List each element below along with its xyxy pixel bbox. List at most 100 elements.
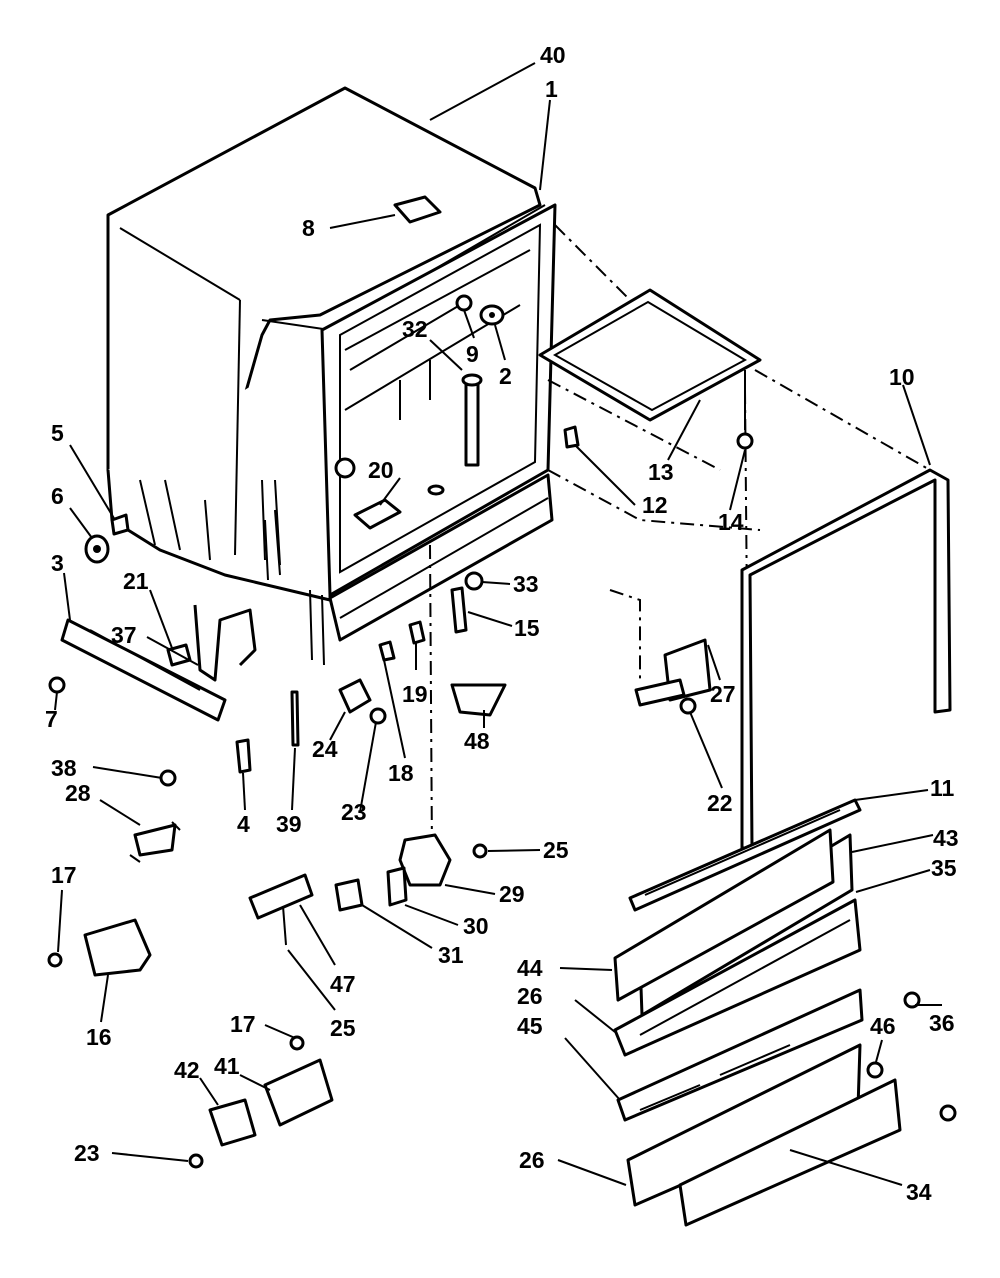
svg-text:38: 38: [51, 755, 77, 781]
callout-32: 32: [402, 316, 463, 371]
callout-41: 41: [214, 1053, 271, 1091]
door-frame: [309, 203, 557, 666]
kick-panel-parts: [613, 798, 957, 1227]
svg-text:16: 16: [86, 1024, 112, 1050]
callout-24: 24: [312, 711, 346, 762]
callout-11: 11: [854, 775, 955, 801]
callout-17-upper: 17: [51, 862, 77, 953]
callout-14: 14: [718, 449, 746, 535]
callout-36: 36: [915, 1004, 955, 1036]
bottom-center-parts: [129, 571, 507, 863]
svg-text:46: 46: [870, 1013, 896, 1039]
callout-18: 18: [383, 659, 414, 786]
reference-lines: [429, 224, 931, 856]
callout-5: 5: [51, 420, 116, 521]
svg-text:6: 6: [51, 483, 64, 509]
svg-text:18: 18: [388, 760, 414, 786]
svg-text:7: 7: [45, 706, 58, 732]
svg-text:17: 17: [51, 862, 77, 888]
left-bracket-parts: [48, 509, 281, 722]
svg-text:32: 32: [402, 316, 428, 342]
svg-text:37: 37: [111, 622, 137, 648]
svg-text:8: 8: [302, 215, 315, 241]
callout-21: 21: [123, 568, 173, 649]
svg-text:23: 23: [74, 1140, 100, 1166]
callout-19: 19: [402, 643, 428, 707]
callout-34: 34: [789, 1149, 932, 1205]
callout-12: 12: [574, 444, 668, 518]
svg-text:41: 41: [214, 1053, 240, 1079]
svg-text:35: 35: [931, 855, 957, 881]
svg-text:14: 14: [718, 509, 744, 535]
svg-text:29: 29: [499, 881, 525, 907]
svg-text:13: 13: [648, 459, 674, 485]
svg-text:26: 26: [519, 1147, 545, 1173]
svg-text:21: 21: [123, 568, 149, 594]
svg-text:22: 22: [707, 790, 733, 816]
svg-text:45: 45: [517, 1013, 543, 1039]
callout-46: 46: [870, 1013, 896, 1063]
callout-2: 2: [494, 324, 512, 389]
svg-text:25: 25: [330, 1015, 356, 1041]
callout-25-lower: 25: [287, 949, 356, 1041]
svg-text:1: 1: [545, 76, 558, 102]
svg-text:31: 31: [438, 942, 464, 968]
callout-20: 20: [368, 457, 401, 506]
callout-6: 6: [51, 483, 93, 539]
callout-16: 16: [86, 974, 112, 1050]
callout-47: 47: [299, 904, 356, 997]
svg-text:19: 19: [402, 681, 428, 707]
svg-text:23: 23: [341, 799, 367, 825]
svg-text:15: 15: [514, 615, 540, 641]
callouts: 40 1 8 9 2 32 10 5 6 3 20 13 12 14 21 33…: [45, 42, 959, 1205]
callout-29: 29: [444, 881, 525, 907]
svg-text:48: 48: [464, 728, 490, 754]
svg-text:47: 47: [330, 971, 356, 997]
callout-23-lower: 23: [74, 1140, 189, 1166]
svg-text:30: 30: [463, 913, 489, 939]
callout-33: 33: [481, 571, 539, 597]
callout-26-upper: 26: [517, 983, 616, 1033]
svg-text:40: 40: [540, 42, 566, 68]
callout-28: 28: [65, 780, 141, 826]
svg-text:43: 43: [933, 825, 959, 851]
callout-10: 10: [889, 364, 931, 466]
svg-text:36: 36: [929, 1010, 955, 1036]
svg-text:10: 10: [889, 364, 915, 390]
callout-45: 45: [517, 1013, 621, 1101]
callout-37: 37: [111, 622, 199, 666]
right-side-parts: [538, 288, 952, 850]
svg-text:17: 17: [230, 1011, 256, 1037]
svg-text:28: 28: [65, 780, 91, 806]
callout-23-upper: 23: [341, 721, 377, 825]
callout-15: 15: [467, 611, 540, 641]
callout-26-lower: 26: [519, 1147, 627, 1186]
svg-text:12: 12: [642, 492, 668, 518]
callout-40: 40: [429, 42, 566, 121]
svg-text:44: 44: [517, 955, 543, 981]
callout-27: 27: [707, 644, 736, 707]
callout-7: 7: [45, 691, 58, 732]
callout-22: 22: [689, 711, 733, 816]
svg-text:33: 33: [513, 571, 539, 597]
callout-44: 44: [517, 955, 613, 981]
latch-and-hinge-parts: [47, 833, 488, 1169]
callout-8: 8: [302, 214, 396, 241]
callout-38: 38: [51, 755, 163, 781]
svg-text:25: 25: [543, 837, 569, 863]
svg-text:11: 11: [930, 775, 955, 801]
svg-text:9: 9: [466, 341, 479, 367]
svg-text:2: 2: [499, 363, 512, 389]
callout-13: 13: [648, 399, 701, 485]
callout-3: 3: [51, 550, 71, 621]
svg-text:4: 4: [237, 811, 250, 837]
svg-text:20: 20: [368, 457, 394, 483]
callout-4: 4: [237, 772, 250, 837]
svg-text:24: 24: [312, 736, 338, 762]
svg-text:34: 34: [906, 1179, 932, 1205]
svg-text:3: 3: [51, 550, 64, 576]
callout-25-upper: 25: [487, 837, 569, 863]
small-parts: [166, 195, 580, 667]
callout-43: 43: [851, 825, 959, 853]
